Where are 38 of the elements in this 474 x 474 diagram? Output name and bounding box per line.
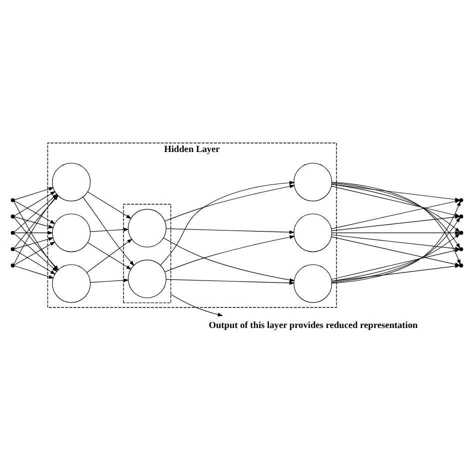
arrow xyxy=(166,278,295,284)
node-text: Output of this layer provides reduced representation xyxy=(208,320,418,330)
node-point xyxy=(459,198,464,202)
node-point xyxy=(10,214,15,218)
arrow xyxy=(166,228,295,234)
arrow xyxy=(87,191,132,218)
node-circle xyxy=(294,162,332,201)
arrow xyxy=(14,248,56,274)
node-point xyxy=(10,263,15,267)
arrow xyxy=(14,241,56,265)
node-point xyxy=(459,263,464,267)
arrow xyxy=(14,200,56,224)
node-circle xyxy=(294,264,332,302)
node-point xyxy=(10,230,15,234)
arrow xyxy=(164,234,295,272)
arrow xyxy=(170,294,224,316)
arrow xyxy=(160,180,295,266)
arrow xyxy=(331,264,460,282)
node-point xyxy=(10,246,15,251)
arrow xyxy=(14,216,54,228)
arrow xyxy=(14,230,54,234)
arrow xyxy=(331,184,460,201)
node-point xyxy=(459,214,464,218)
arrow xyxy=(14,265,54,278)
arrow xyxy=(82,196,134,266)
arrow xyxy=(90,278,129,282)
node-point xyxy=(459,246,464,251)
arrow xyxy=(14,186,54,200)
node-point xyxy=(10,198,15,202)
node-point xyxy=(459,230,464,234)
node-circle xyxy=(294,213,332,252)
arrow xyxy=(14,190,56,216)
node-circle xyxy=(52,213,91,252)
arrow xyxy=(163,237,295,282)
arrow xyxy=(164,184,295,221)
arrow xyxy=(14,236,54,249)
arrow xyxy=(332,230,460,234)
arrow xyxy=(90,227,129,232)
